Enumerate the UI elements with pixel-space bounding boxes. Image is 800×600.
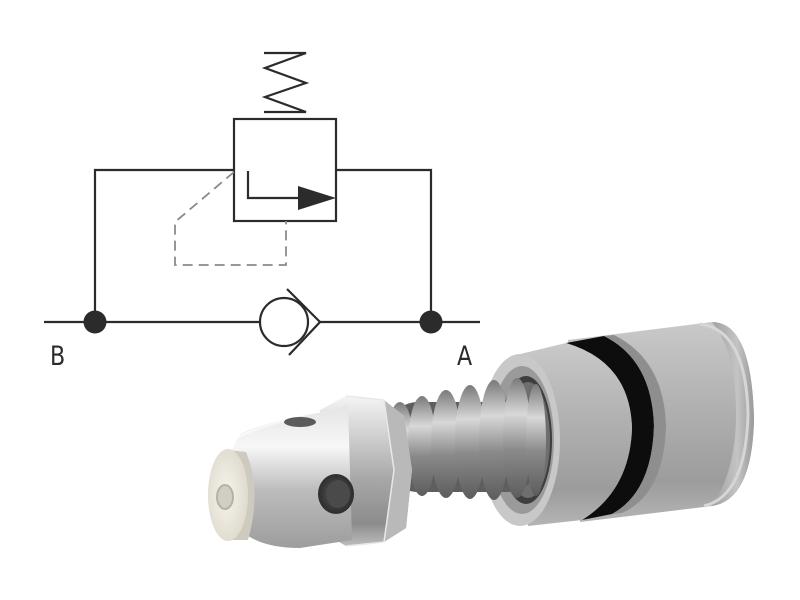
flow-path-line bbox=[246, 171, 300, 200]
spring-icon bbox=[261, 51, 310, 114]
insert-hex-socket bbox=[216, 484, 234, 510]
port-label-b: B bbox=[50, 341, 66, 372]
check-valve-ball-icon bbox=[258, 296, 310, 348]
line-b-to-valve bbox=[93, 168, 234, 322]
junction-a-dot bbox=[419, 310, 443, 334]
steel-nose-body bbox=[224, 404, 354, 548]
white-nose-insert bbox=[208, 449, 255, 541]
cartridge-valve-render bbox=[208, 322, 754, 548]
junction-b-dot bbox=[83, 310, 107, 334]
o-ring-seal bbox=[566, 336, 654, 520]
check-valve-seat-icon bbox=[286, 288, 322, 356]
pilot-line-dashed bbox=[174, 171, 287, 266]
port-label-a: A bbox=[457, 341, 473, 372]
relief-valve-envelope bbox=[232, 117, 338, 223]
top-port-slot bbox=[284, 417, 316, 427]
line-valve-to-a bbox=[336, 168, 433, 322]
flow-arrow-icon bbox=[298, 186, 336, 210]
hydraulic-schematic bbox=[44, 51, 480, 356]
